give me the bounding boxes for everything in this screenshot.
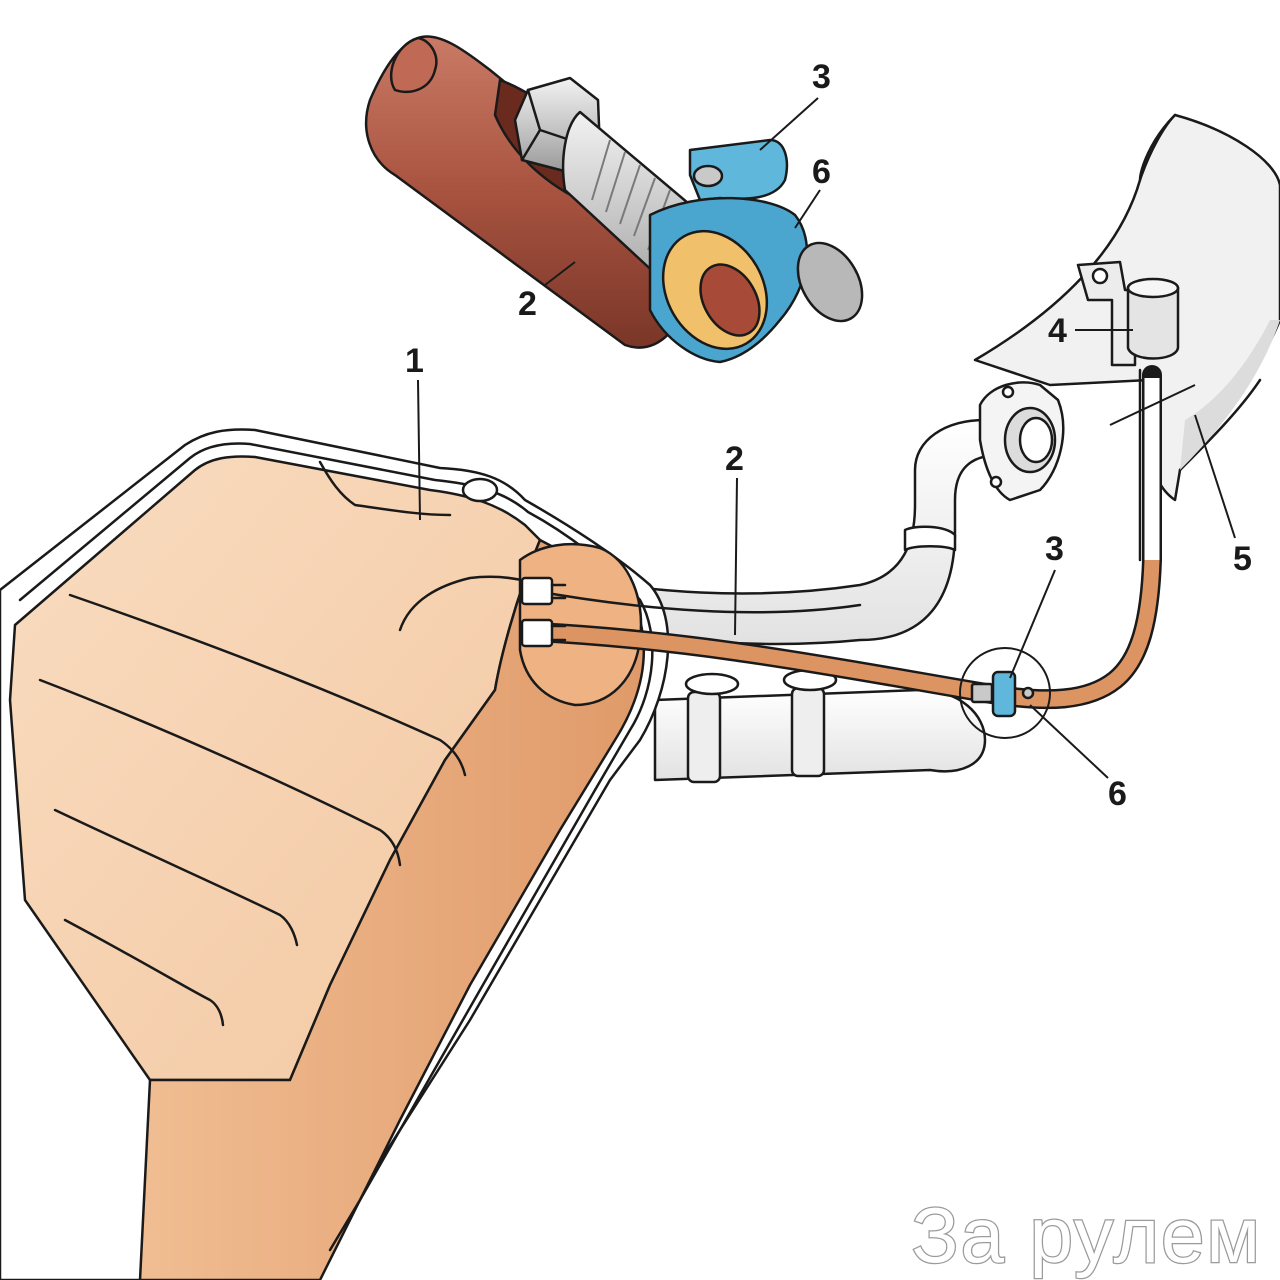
leader-lines [417, 97, 1236, 779]
callout-part-6-main: 6 [1108, 775, 1127, 813]
exhaust-clamp-left [684, 672, 740, 784]
callout-part-2-main: 2 [725, 440, 744, 478]
callout-part-5: 5 [1233, 540, 1252, 578]
callout-part-3-detail: 3 [812, 58, 831, 96]
callout-part-2-detail: 2 [518, 285, 537, 323]
clamp-zoom-inset [365, 35, 864, 364]
callout-part-1: 1 [405, 342, 424, 380]
clamp-detail-circle [959, 647, 1051, 739]
exhaust-clamp-right [782, 668, 838, 778]
callout-part-4: 4 [1048, 312, 1067, 350]
callout-part-6-detail: 6 [812, 153, 831, 191]
callout-part-3-main: 3 [1045, 530, 1064, 568]
callout-labels: 1 2 2 3 6 4 5 3 6 [405, 58, 1252, 813]
fuel-tank [0, 428, 670, 1280]
hose-bracket [1076, 260, 1180, 367]
watermark-za-rulem: За рулем [912, 1191, 1262, 1279]
